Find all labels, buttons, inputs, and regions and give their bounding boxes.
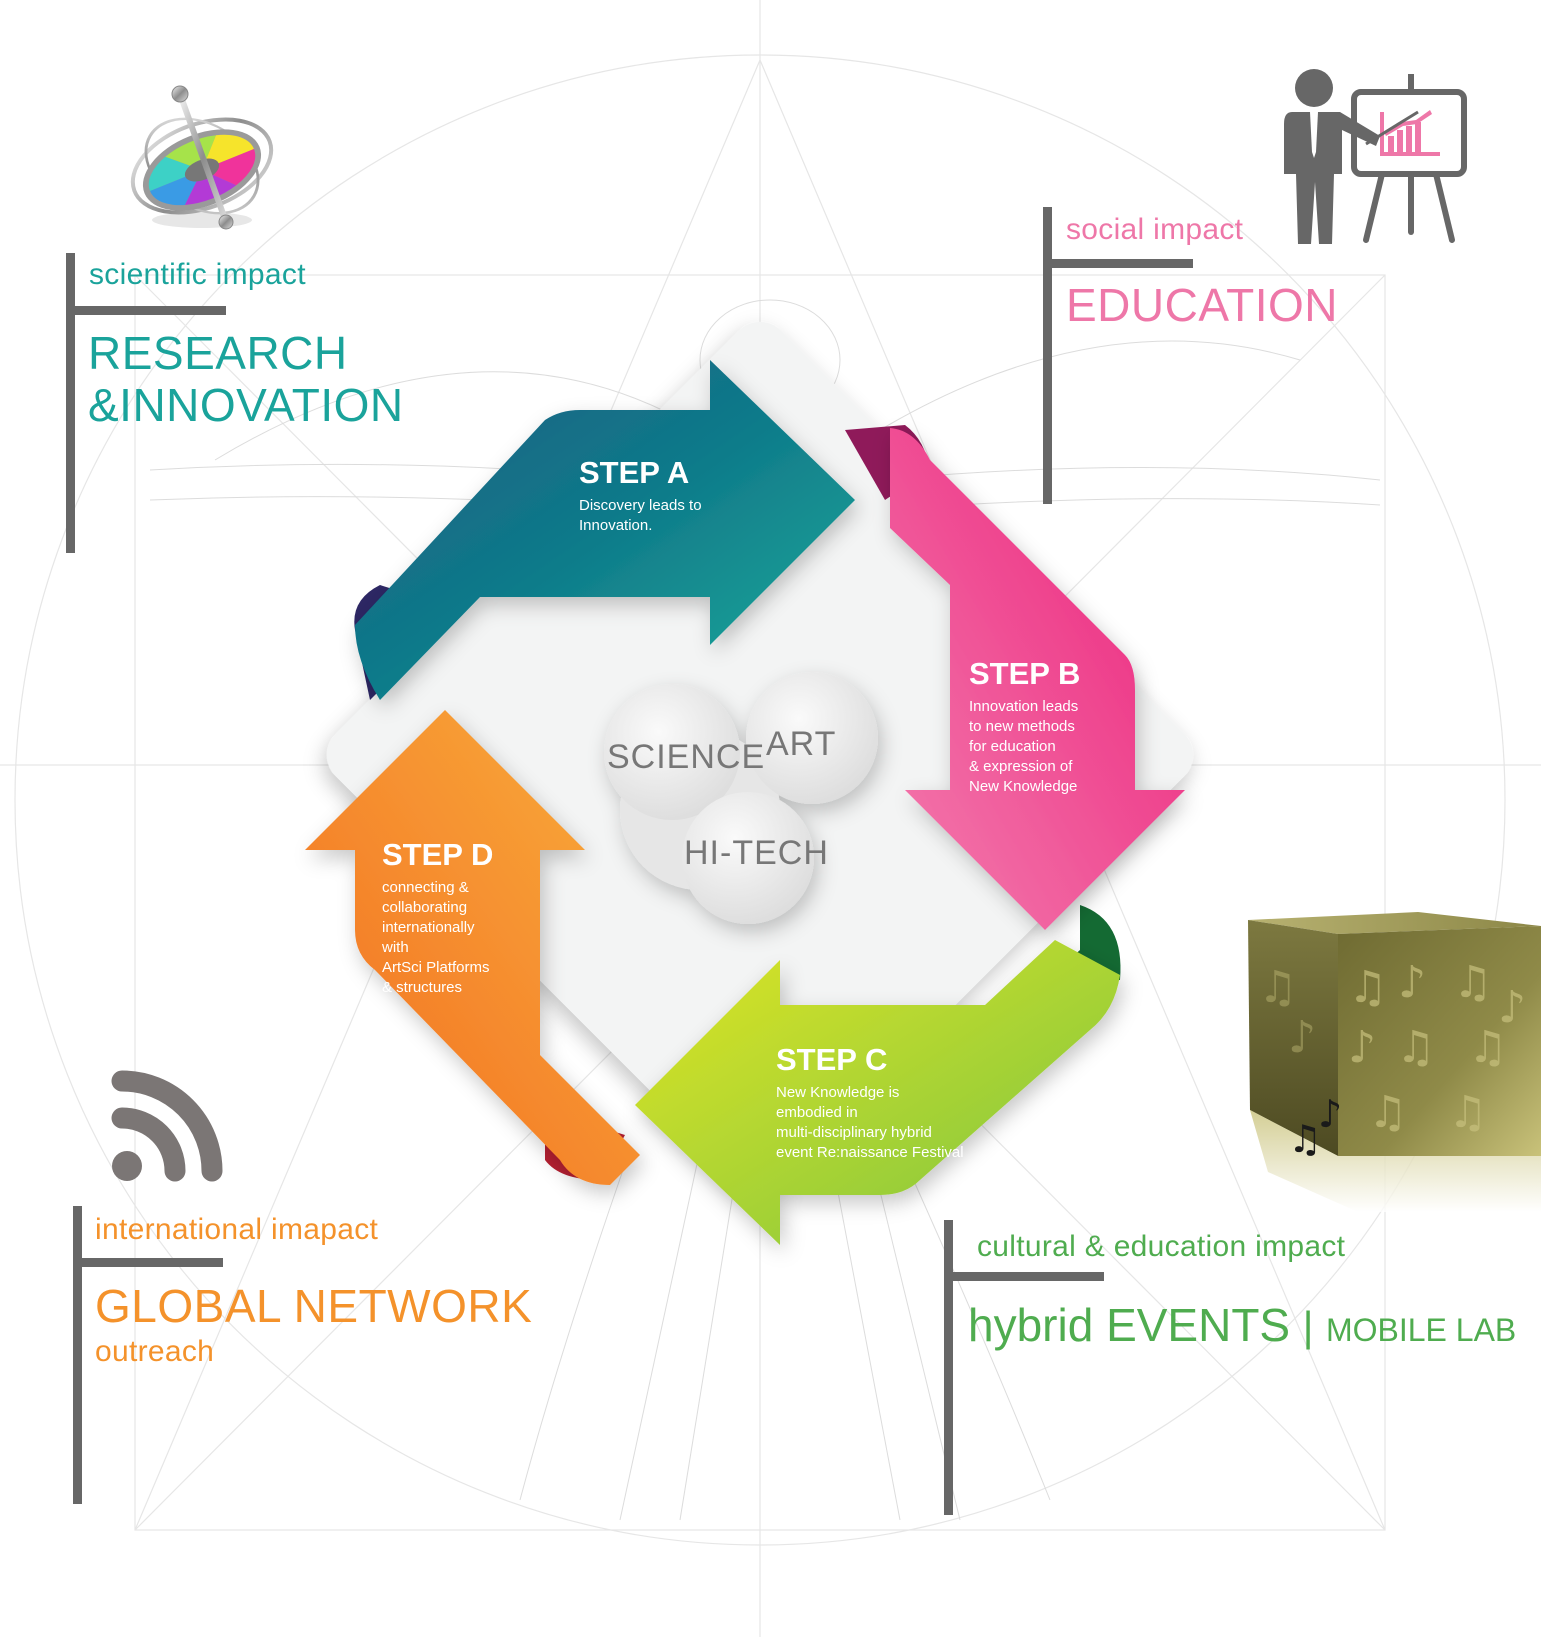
- center-discs: [604, 672, 878, 924]
- step-b-title: STEP B: [969, 656, 1081, 691]
- svg-text:♪: ♪: [1498, 982, 1526, 1033]
- step-b-desc: Innovation leads to new methods for educ…: [969, 698, 1079, 795]
- research-subtitle: scientific impact: [89, 258, 306, 291]
- education-subtitle: social impact: [1066, 213, 1244, 246]
- step-b-arrow: [890, 428, 1185, 930]
- svg-text:♪: ♪: [1288, 1012, 1316, 1063]
- music-cube-icon: ♫♪♫ ♪♫♫ ♫♫♪ ♫♪ ♫♪: [1248, 912, 1541, 1212]
- global-title: GLOBAL NETWORK: [95, 1280, 533, 1332]
- global-subtitle: international imapact: [95, 1213, 379, 1246]
- events-horizontal-bar: [944, 1272, 1104, 1281]
- research-title: RESEARCH &INNOVATION: [88, 327, 404, 431]
- presenter-chart-icon: [1284, 69, 1467, 244]
- step-d-title: STEP D: [382, 837, 494, 872]
- rss-feed-icon: [111, 1070, 223, 1182]
- events-title-secondary: MOBILE LAB: [1325, 1312, 1517, 1348]
- step-a-title: STEP A: [579, 455, 690, 490]
- education-horizontal-bar: [1043, 259, 1193, 268]
- events-separator: |: [1302, 1303, 1314, 1350]
- svg-text:♪: ♪: [1398, 957, 1426, 1008]
- circle-art-label: ART: [766, 725, 837, 763]
- svg-text:♪: ♪: [1318, 1092, 1342, 1136]
- svg-text:♫: ♫: [1396, 1022, 1435, 1073]
- step-c-arrow: [635, 940, 1120, 1245]
- global-tagline: outreach: [95, 1335, 215, 1368]
- research-title-line1: RESEARCH: [88, 327, 348, 379]
- events-vertical-bar: [944, 1220, 953, 1515]
- svg-text:♪: ♪: [1348, 1022, 1376, 1073]
- step-c-desc: New Knowledge is embodied in multi-disci…: [776, 1084, 964, 1161]
- gyroscope-color-wheel-icon: [130, 85, 274, 230]
- svg-text:♫: ♫: [1288, 1117, 1322, 1161]
- svg-text:♫: ♫: [1468, 1022, 1507, 1073]
- education-vertical-bar: [1043, 207, 1052, 504]
- events-title: hybrid EVENTS: [968, 1299, 1291, 1351]
- svg-text:♫: ♫: [1448, 1087, 1487, 1138]
- step-a-desc: Discovery leads to Innovation.: [579, 497, 702, 534]
- research-horizontal-bar: [66, 306, 226, 315]
- step-a-arrow: [355, 360, 855, 700]
- circle-science-label: SCIENCE: [607, 738, 766, 776]
- global-horizontal-bar: [73, 1258, 223, 1267]
- svg-text:♫: ♫: [1453, 957, 1492, 1008]
- circle-hitech-label: HI-TECH: [684, 834, 829, 872]
- research-vertical-bar: [66, 253, 75, 553]
- events-title-row: hybrid EVENTS | MOBILE LAB: [968, 1298, 1516, 1352]
- step-d-arrow: [305, 710, 640, 1185]
- svg-text:♫: ♫: [1258, 962, 1297, 1013]
- step-c-title: STEP C: [776, 1042, 888, 1077]
- svg-text:♫: ♫: [1348, 962, 1387, 1013]
- education-title: EDUCATION: [1066, 279, 1338, 331]
- global-vertical-bar: [73, 1206, 82, 1504]
- svg-text:♫: ♫: [1368, 1087, 1407, 1138]
- step-d-desc: connecting & collaborating international…: [382, 879, 490, 996]
- events-subtitle: cultural & education impact: [977, 1230, 1346, 1263]
- research-title-line2: &INNOVATION: [88, 378, 404, 431]
